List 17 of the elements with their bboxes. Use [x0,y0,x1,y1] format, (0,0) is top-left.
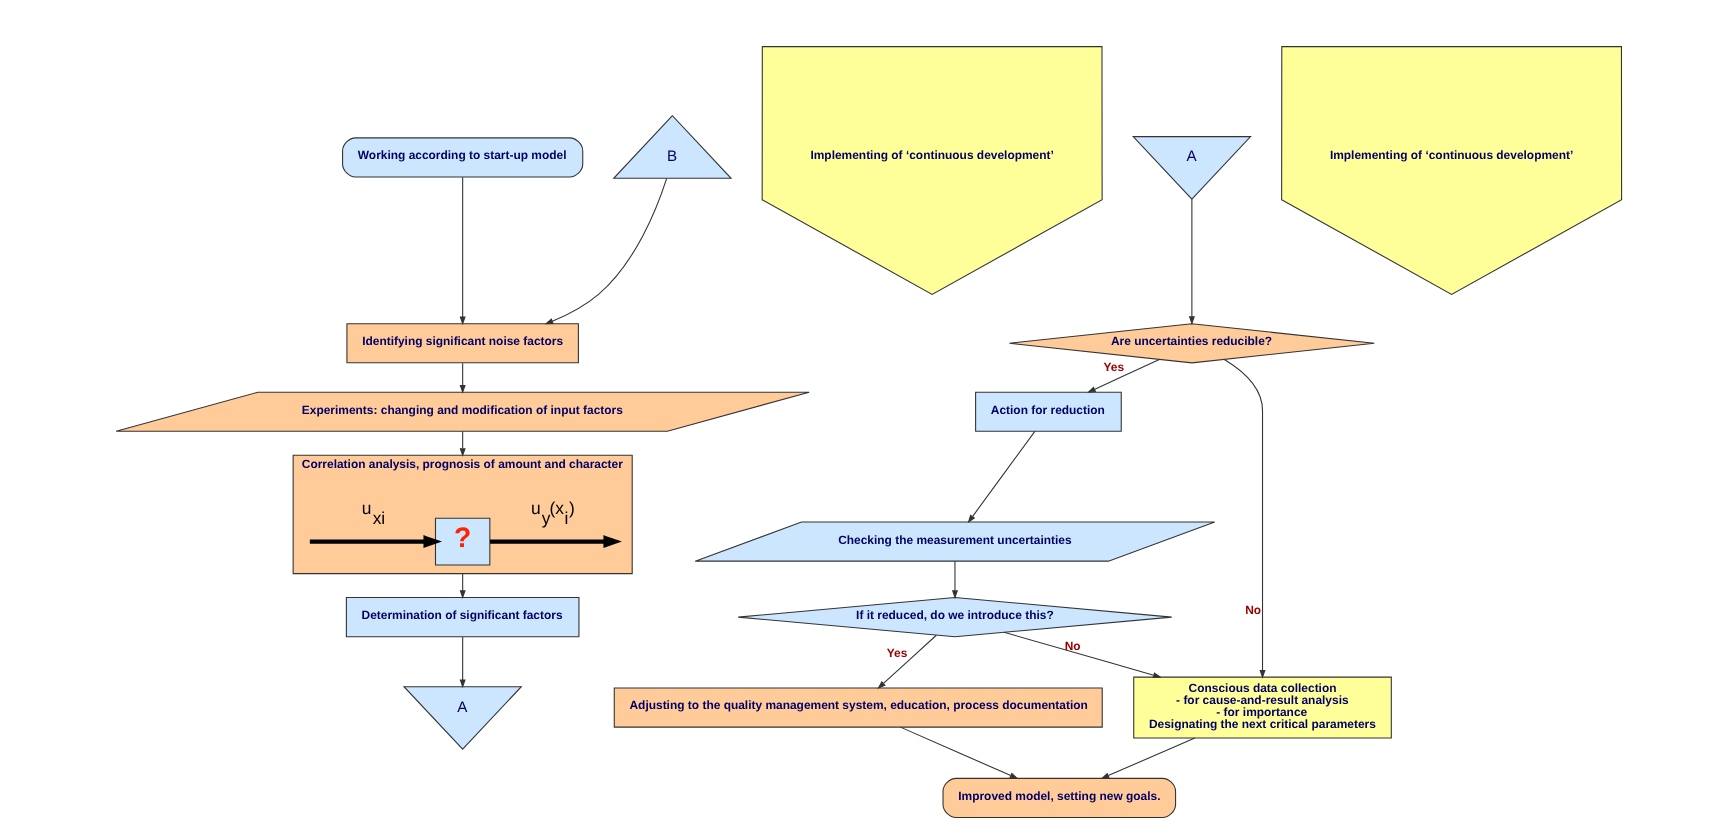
arrow [543,178,667,325]
arrow [1187,198,1194,326]
arrow [876,634,936,690]
arrow [489,535,621,549]
arrow [458,636,465,689]
arrow [966,430,1035,524]
arrow [458,176,465,326]
arrow [458,430,465,457]
arrow [1002,631,1161,679]
arrow [950,560,957,599]
node-box: ? [433,517,490,566]
arrow [1222,359,1265,679]
arrow [898,726,1018,779]
arrow [1099,737,1195,779]
arrow [308,535,441,549]
arrow [458,362,465,394]
arrow [1086,358,1159,393]
